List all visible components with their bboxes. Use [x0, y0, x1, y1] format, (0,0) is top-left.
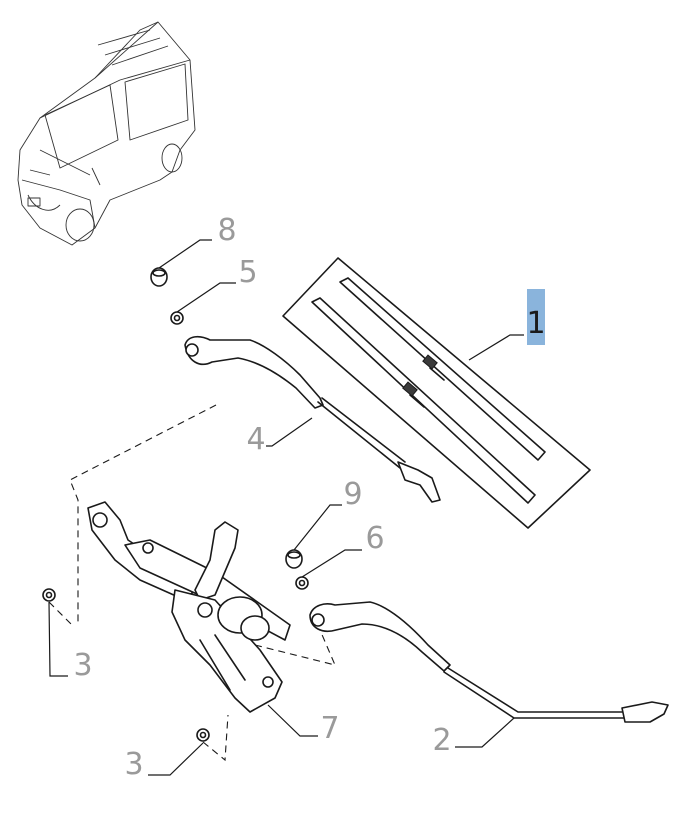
nut-6[interactable]: [295, 576, 309, 590]
callout-7[interactable]: 7: [320, 711, 339, 746]
callout-8[interactable]: 8: [217, 213, 236, 248]
callout-9[interactable]: 9: [343, 477, 362, 512]
nut-5[interactable]: [170, 311, 184, 325]
callout-2[interactable]: 2: [432, 723, 451, 758]
wiper-arm-right[interactable]: [309, 601, 669, 723]
callout-3-lower[interactable]: 3: [124, 747, 143, 782]
assembly-dash-lines: [48, 404, 336, 762]
callout-6[interactable]: 6: [365, 521, 384, 556]
van-illustration: [17, 21, 196, 246]
callout-5[interactable]: 5: [238, 255, 257, 290]
callout-3-upper[interactable]: 3: [73, 648, 92, 683]
wiper-linkage-motor[interactable]: [87, 501, 291, 713]
bolt-3-upper[interactable]: [42, 588, 56, 602]
cap-9[interactable]: [285, 549, 303, 569]
wiper-blade-set[interactable]: [282, 257, 591, 529]
callout-1[interactable]: 1: [526, 289, 546, 345]
callout-1-highlight: [527, 289, 545, 345]
bolt-3-lower[interactable]: [196, 728, 210, 742]
wiper-arm-left[interactable]: [184, 335, 441, 503]
leader-lines: [48, 239, 524, 776]
callout-1-label: 1: [526, 306, 545, 341]
cap-8[interactable]: [150, 267, 168, 287]
callout-4[interactable]: 4: [246, 422, 265, 457]
